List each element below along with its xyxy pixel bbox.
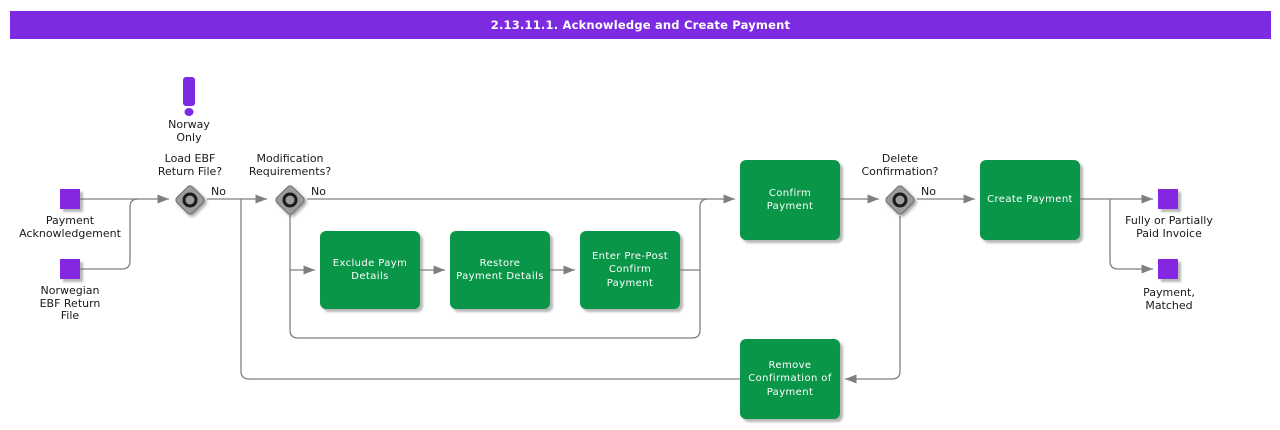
decision-ring-icon xyxy=(182,192,198,208)
load-ebf-return-file-decision xyxy=(173,183,207,217)
data-object-payment-acknowledgement[interactable] xyxy=(60,189,80,209)
delete-confirmation-question: Delete Confirmation? xyxy=(861,152,939,178)
decision-ring-icon xyxy=(282,192,298,208)
modification-no-branch-label: No xyxy=(311,185,326,198)
activity-enter-pre-post-confirm-payment[interactable]: Enter Pre-Post Confirm Payment xyxy=(580,231,680,309)
payment-acknowledgement-label: Payment Acknowledgement xyxy=(19,214,121,240)
payment-matched-label: Payment, Matched xyxy=(1143,286,1195,312)
norwegian-ebf-return-file-label: Norwegian EBF Return File xyxy=(39,284,101,322)
activity-restore-payment-details[interactable]: Restore Payment Details xyxy=(450,231,550,309)
modification-requirements-question: Modification Requirements? xyxy=(248,152,332,178)
load-ebf-no-branch-label: No xyxy=(211,185,226,198)
edge-subprocess-loop xyxy=(289,198,709,339)
fully-or-partially-paid-invoice-label: Fully or Partially Paid Invoice xyxy=(1125,214,1213,240)
activity-create-payment[interactable]: Create Payment xyxy=(980,160,1080,240)
decision-ring-icon xyxy=(892,192,908,208)
activity-confirm-payment[interactable]: Confirm Payment xyxy=(740,160,840,240)
norway-only-label: Norway Only xyxy=(168,118,210,144)
exclamation-icon xyxy=(176,74,202,122)
load-ebf-return-file-question: Load EBF Return File? xyxy=(157,152,223,178)
page-title: 2.13.11.1. Acknowledge and Create Paymen… xyxy=(10,11,1271,39)
modification-requirements-decision xyxy=(273,183,307,217)
exclamation-dot xyxy=(184,108,194,116)
edge-create-to-payment-matched xyxy=(1109,199,1153,274)
delete-confirmation-decision xyxy=(883,183,917,217)
data-object-payment-matched[interactable] xyxy=(1158,259,1178,279)
activity-exclude-paym-details[interactable]: Exclude Paym Details xyxy=(320,231,420,309)
edge-delete-to-remove xyxy=(845,216,901,384)
edge-remove-loopback xyxy=(240,199,740,380)
data-object-fully-or-partially-paid-invoice[interactable] xyxy=(1158,189,1178,209)
delete-no-branch-label: No xyxy=(921,185,936,198)
data-object-norwegian-ebf-return-file[interactable] xyxy=(60,259,80,279)
activity-remove-confirmation-of-payment[interactable]: Remove Confirmation of Payment xyxy=(740,339,840,419)
edge-norwegian-file-merge xyxy=(80,198,139,270)
exclamation-bar xyxy=(183,77,195,106)
